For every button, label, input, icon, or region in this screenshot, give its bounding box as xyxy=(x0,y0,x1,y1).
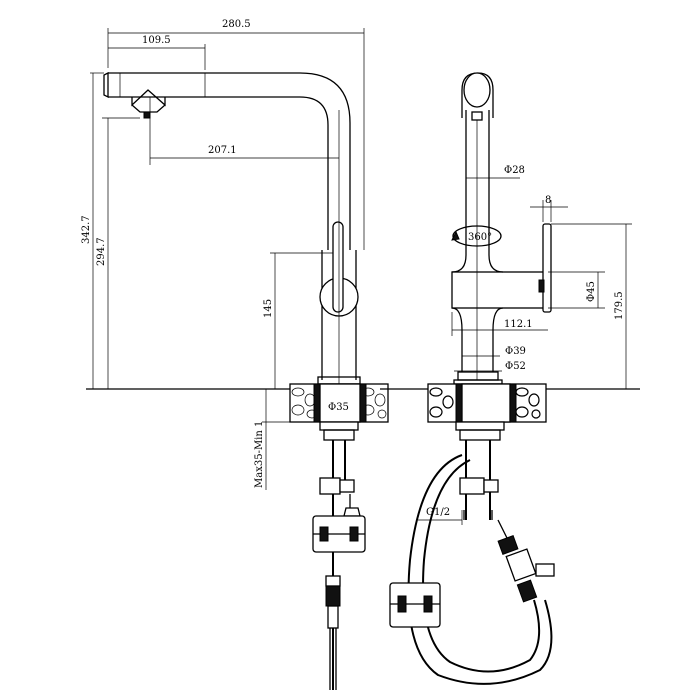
dim-lever-total-height: 179.5 xyxy=(614,291,625,320)
countertop-left xyxy=(86,383,389,423)
side-view xyxy=(103,71,361,420)
front-lever xyxy=(542,223,552,313)
hose-weight xyxy=(389,582,441,628)
spout-tip xyxy=(103,71,109,99)
dim-spout-height: 294.7 xyxy=(96,237,107,266)
side-view-plumbing xyxy=(312,421,366,690)
rotation-arrow xyxy=(452,225,502,247)
dim-body-diameter: Φ45 xyxy=(586,281,597,302)
dim-flange-diameter: Φ52 xyxy=(505,361,526,372)
aerator-head xyxy=(131,89,166,113)
dim-mount-hole: Φ35 xyxy=(328,402,349,413)
dim-thread: G1/2 xyxy=(426,507,450,518)
pull-out-hose xyxy=(407,454,553,685)
dim-rotation: 360° xyxy=(468,232,492,243)
dim-body-depth: 112.1 xyxy=(504,319,533,330)
dim-aerator-offset: 109.5 xyxy=(142,35,171,46)
front-view-dimensions: 8 112.1 Φ45 179.5 Φ39 Φ52 G1/2 xyxy=(418,195,632,525)
front-body xyxy=(451,271,549,309)
lever-handle xyxy=(332,221,344,313)
dim-lever-height: 145 xyxy=(263,299,274,318)
spout-outline xyxy=(108,72,351,250)
dim-overall-width: 280.5 xyxy=(222,19,251,30)
front-view: Φ28 360° xyxy=(451,72,552,385)
dim-spout-reach: 207.1 xyxy=(208,145,237,156)
side-view-dimensions: 280.5 109.5 207.1 342.7 294.7 145 Φ35 Ma… xyxy=(81,19,365,490)
dim-total-height: 342.7 xyxy=(81,215,92,244)
check-valve xyxy=(505,548,537,582)
front-view-plumbing xyxy=(389,421,555,685)
dim-base-diameter: Φ39 xyxy=(505,346,526,357)
countertop-right xyxy=(380,383,640,423)
dim-deck-thickness: Max35-Min 1 xyxy=(254,421,265,488)
dim-lever-width: 8 xyxy=(545,195,551,206)
dim-spout-diameter: Φ28 xyxy=(504,165,525,176)
